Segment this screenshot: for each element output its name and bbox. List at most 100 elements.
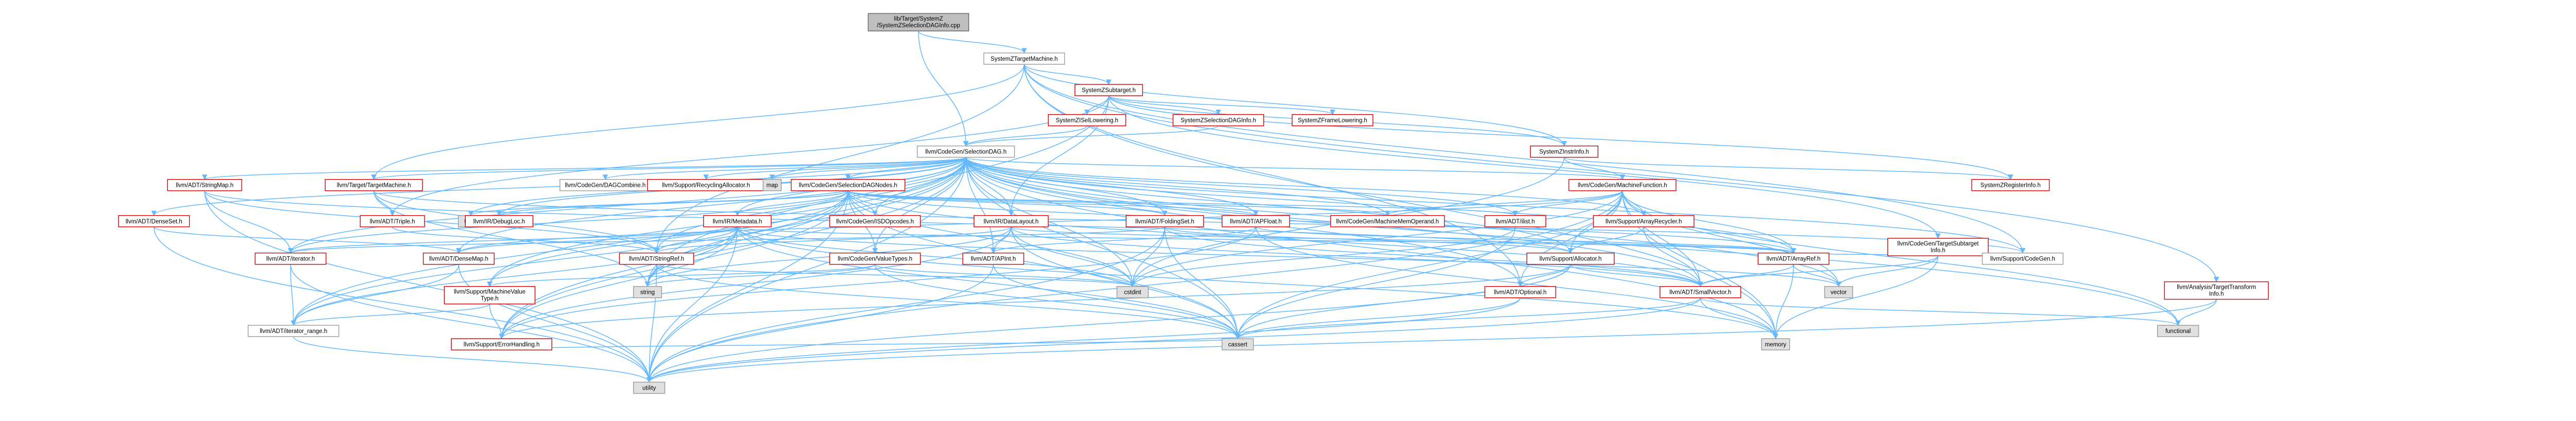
node-apfloat[interactable]: llvm/ADT/APFloat.h: [1222, 215, 1290, 227]
edge-targetmachine-to-codegen: [1024, 64, 2026, 254]
node-box: [1222, 338, 1254, 350]
node-apint[interactable]: llvm/ADT/APInt.h: [962, 252, 1024, 265]
node-datalayout[interactable]: llvm/IR/DataLayout.h: [973, 215, 1049, 227]
node-arrayrecycler[interactable]: llvm/Support/ArrayRecycler.h: [1593, 215, 1694, 227]
node-allocator[interactable]: llvm/Support/Allocator.h: [1526, 252, 1615, 265]
edge-selectiondag-to-arrayrecycler: [965, 157, 1647, 216]
node-utility[interactable]: utility: [633, 381, 666, 394]
node-framelowering[interactable]: SystemZFrameLowering.h: [1292, 114, 1374, 127]
node-label: llvm/ADT/ilist.h: [1496, 219, 1535, 225]
node-densetset[interactable]: llvm/ADT/DenseSet.h: [118, 215, 190, 227]
node-smallvector[interactable]: llvm/ADT/SmallVector.h: [1659, 286, 1741, 299]
edge-ilist-to-cassert: [1235, 226, 1516, 340]
node-map[interactable]: map: [762, 179, 782, 191]
edge-selectiondag-to-valuetypes: [872, 157, 967, 254]
node-stringmap[interactable]: llvm/ADT/StringMap.h: [167, 179, 242, 191]
node-label: llvm/Support/MachineValue: [454, 289, 526, 295]
node-label: llvm/ADT/iterator_range.h: [260, 328, 327, 335]
node-memoperand[interactable]: llvm/CodeGen/MachineMemOperand.h: [1330, 215, 1445, 227]
node-label: Info.h: [1930, 248, 1945, 254]
node-label: /SystemZSelectionDAGInfo.cpp: [877, 23, 960, 29]
edge-smallvector-to-memory: [1700, 297, 1778, 340]
node-metadata[interactable]: llvm/IR/Metadata.h: [703, 215, 772, 227]
node-root[interactable]: lib/Target/SystemZ/SystemZSelectionDAGIn…: [868, 13, 970, 31]
node-targetmachine[interactable]: SystemZTargetMachine.h: [983, 52, 1065, 65]
node-dagcombine[interactable]: llvm/CodeGen/DAGCombine.h: [560, 179, 651, 191]
node-box: [1116, 286, 1149, 299]
edge-datalayout-to-cstdint: [1010, 226, 1136, 287]
node-optional[interactable]: llvm/ADT/Optional.h: [1484, 286, 1556, 299]
edge-root-to-targetmachine: [918, 30, 1027, 54]
node-valuetypes[interactable]: llvm/CodeGen/ValueTypes.h: [829, 252, 921, 265]
edge-stringmap-to-iterator: [204, 190, 294, 254]
node-subtarget[interactable]: SystemZSubtarget.h: [1074, 84, 1143, 96]
edge-sdnodes-to-machinevaluetype: [487, 190, 849, 287]
edge-metadata-to-errorhandling: [499, 226, 738, 340]
node-debugloc[interactable]: llvm/IR/DebugLoc.h: [465, 215, 534, 227]
node-label: llvm/Support/Allocator.h: [1539, 256, 1602, 262]
node-box: [255, 252, 327, 265]
node-memory[interactable]: memory: [1761, 338, 1790, 350]
node-sdnodes[interactable]: llvm/CodeGen/SelectionDAGNodes.h: [790, 179, 906, 191]
node-iteratorrange[interactable]: llvm/ADT/iterator_range.h: [247, 325, 340, 337]
node-reginfo[interactable]: SystemZRegisterInfo.h: [1971, 179, 2050, 191]
node-ilist[interactable]: llvm/ADT/ilist.h: [1484, 215, 1547, 227]
node-vector[interactable]: vector: [1824, 286, 1853, 299]
edge-apfloat-to-apint: [990, 226, 1257, 254]
edge-datalayout-to-string: [645, 226, 1012, 287]
node-box: [1484, 286, 1556, 299]
node-arrayref[interactable]: llvm/ADT/ArrayRef.h: [1757, 252, 1829, 265]
node-foldingset[interactable]: llvm/ADT/FoldingSet.h: [1125, 215, 1204, 227]
node-box: [917, 145, 1015, 158]
node-label: llvm/Support/CodeGen.h: [1990, 256, 2055, 262]
node-box: [247, 325, 340, 337]
node-label: llvm/CodeGen/SelectionDAG.h: [925, 149, 1007, 155]
edge-iterator-to-iteratorrange: [290, 264, 296, 326]
edge-apfloat-to-memory: [1255, 226, 1778, 340]
edge-stringref-to-utility: [646, 264, 657, 383]
node-isdopcodes[interactable]: llvm/CodeGen/ISDOpcodes.h: [829, 215, 921, 227]
edge-valuetypes-to-machinevaluetype: [487, 264, 876, 287]
edge-isellowering-to-selectiondag: [963, 126, 1088, 147]
node-label: llvm/CodeGen/MachineFunction.h: [1578, 183, 1667, 189]
node-stringref[interactable]: llvm/ADT/StringRef.h: [619, 252, 694, 265]
node-box: [703, 215, 772, 227]
edge-valuetypes-to-cstdint: [874, 264, 1136, 287]
edge-sdnodes-to-apfloat: [848, 190, 1259, 216]
node-recycler[interactable]: llvm/Support/RecyclingAllocator.h: [647, 179, 765, 191]
node-iterator[interactable]: llvm/ADT/iterator.h: [255, 252, 327, 265]
node-isellowering[interactable]: SystemZISelLowering.h: [1048, 114, 1126, 127]
node-functional[interactable]: functional: [2157, 325, 2199, 337]
node-label: llvm/ADT/APInt.h: [971, 256, 1016, 262]
edge-selectiondag-to-datalayout: [965, 157, 1014, 216]
node-instrinfo[interactable]: SystemZInstrInfo.h: [1530, 145, 1599, 158]
node-triple[interactable]: llvm/ADT/Triple.h: [360, 215, 425, 227]
edge-arrayref-to-vector: [1793, 264, 1842, 287]
node-seldaginfo[interactable]: SystemZSelectionDAGInfo.h: [1173, 114, 1264, 127]
node-box: [1330, 215, 1445, 227]
node-selectiondag[interactable]: llvm/CodeGen/SelectionDAG.h: [917, 145, 1015, 158]
node-cassert[interactable]: cassert: [1222, 338, 1254, 350]
node-box: [1971, 179, 2050, 191]
node-label: llvm/CodeGen/ISDOpcodes.h: [836, 219, 914, 225]
node-codegen[interactable]: llvm/Support/CodeGen.h: [1981, 252, 2064, 265]
edge-sdnodes-to-tuple: [468, 190, 849, 216]
edge-stringref-to-cstdint: [656, 264, 1136, 287]
node-box: [325, 179, 423, 191]
edge-subtarget-to-framelowering: [1108, 95, 1335, 115]
node-label: cstdint: [1124, 290, 1142, 296]
edge-optional-to-utility: [646, 297, 1521, 383]
edge-apfloat-to-arrayref: [1255, 226, 1797, 254]
edge-sdnodes-to-string: [645, 190, 849, 287]
node-errorhandling[interactable]: llvm/Support/ErrorHandling.h: [451, 338, 552, 350]
node-box: [422, 252, 495, 265]
node-targetmachine_llvm[interactable]: llvm/Target/TargetMachine.h: [325, 179, 423, 191]
edge-selectiondag-to-ilist: [965, 157, 1518, 216]
node-densemap[interactable]: llvm/ADT/DenseMap.h: [422, 252, 495, 265]
node-machinefunction[interactable]: llvm/CodeGen/MachineFunction.h: [1568, 179, 1676, 191]
node-cstdint[interactable]: cstdint: [1116, 286, 1149, 299]
node-string[interactable]: string: [633, 286, 662, 299]
